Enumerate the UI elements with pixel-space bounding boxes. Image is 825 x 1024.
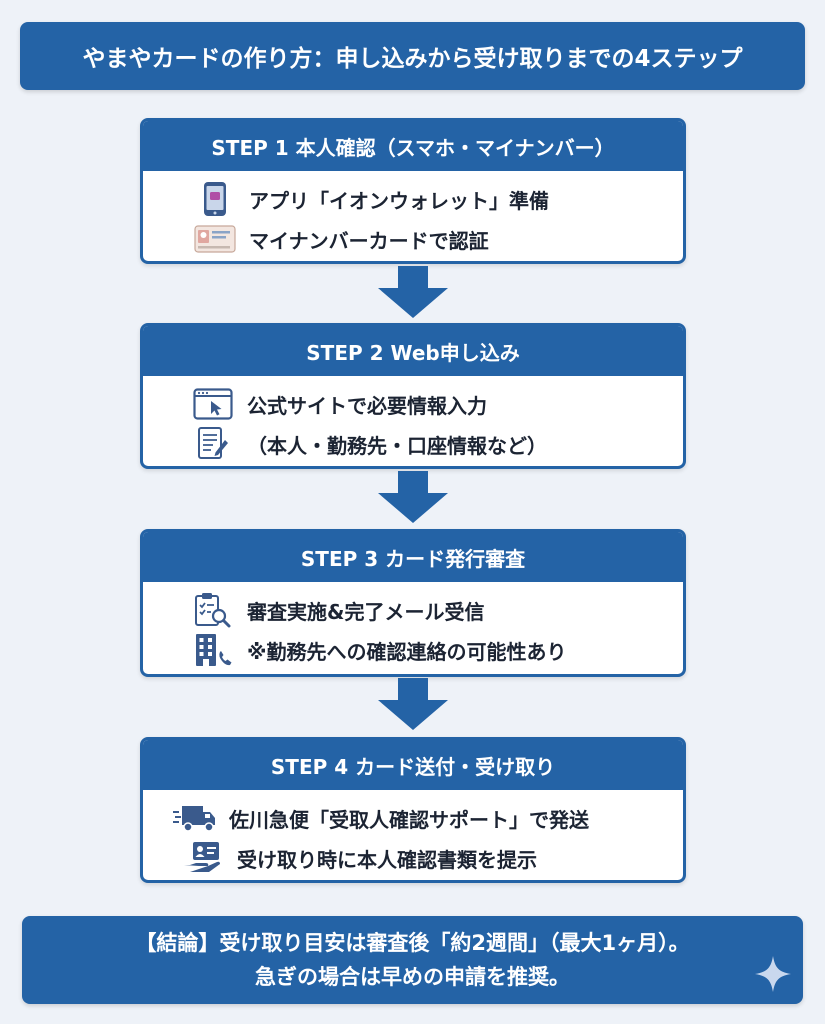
step-3-item-2: ※勤務先への確認連絡の可能性あり (143, 630, 683, 670)
step-1-box: STEP 1 本人確認（スマホ・マイナンバー） アプリ「イオンウォレット」準備 (140, 118, 686, 264)
down-arrow-icon (378, 266, 448, 318)
step-1-item-1-text: アプリ「イオンウォレット」準備 (249, 188, 549, 213)
step-4-header: STEP 4 カード送付・受け取り (143, 740, 683, 790)
conclusion-line-2: 急ぎの場合は早めの申請を推奨。 (255, 965, 570, 989)
down-arrow-icon (378, 678, 448, 730)
step-3-box: STEP 3 カード発行審査 審査実施&完了メール受信 (140, 529, 686, 677)
step-3-item-1: 審査実施&完了メール受信 (143, 590, 683, 630)
step-2-item-2: （本人・勤務先・口座情報など） (143, 424, 683, 464)
step-4-item-1: 佐川急便「受取人確認サポート」で発送 (143, 798, 683, 838)
id-card-icon (193, 221, 237, 257)
smartphone-icon (193, 181, 237, 217)
step-2-header: STEP 2 Web申し込み (143, 326, 683, 376)
browser-window-icon (191, 386, 235, 422)
sparkle-icon (755, 956, 791, 992)
conclusion-line-1: 【結論】受け取り目安は審査後「約2週間」（最大1ヶ月）。 (135, 931, 690, 955)
step-2-box: STEP 2 Web申し込み 公式サイトで必要情報入力 (140, 323, 686, 469)
step-1-item-2-text: マイナンバーカードで認証 (249, 228, 489, 253)
step-4-item-1-text: 佐川急便「受取人確認サポート」で発送 (229, 807, 589, 832)
step-2-item-2-text: （本人・勤務先・口座情報など） (247, 433, 547, 458)
step-3-item-2-text: ※勤務先への確認連絡の可能性あり (247, 639, 567, 664)
office-phone-icon (191, 632, 235, 668)
step-3-item-1-text: 審査実施&完了メール受信 (247, 599, 485, 624)
delivery-truck-icon (173, 800, 217, 836)
step-4-box: STEP 4 カード送付・受け取り 佐川急便「受取人確認サポート」で発送 (140, 737, 686, 883)
step-4-item-2: 受け取り時に本人確認書類を提示 (143, 838, 683, 878)
step-1-item-1: アプリ「イオンウォレット」準備 (143, 179, 683, 219)
step-1-header: STEP 1 本人確認（スマホ・マイナンバー） (143, 121, 683, 171)
step-2-item-1: 公式サイトで必要情報入力 (143, 384, 683, 424)
step-3-header: STEP 3 カード発行審査 (143, 532, 683, 582)
step-1-item-2: マイナンバーカードで認証 (143, 219, 683, 259)
hand-id-icon (181, 840, 225, 876)
page-title: やまやカードの作り方：申し込みから受け取りまでの4ステップ (20, 22, 805, 90)
step-4-item-2-text: 受け取り時に本人確認書類を提示 (237, 847, 537, 872)
clipboard-search-icon (191, 592, 235, 628)
conclusion-box: 【結論】受け取り目安は審査後「約2週間」（最大1ヶ月）。 急ぎの場合は早めの申請… (22, 916, 803, 1004)
down-arrow-icon (378, 471, 448, 523)
form-pencil-icon (191, 426, 235, 462)
step-2-item-1-text: 公式サイトで必要情報入力 (247, 393, 487, 418)
